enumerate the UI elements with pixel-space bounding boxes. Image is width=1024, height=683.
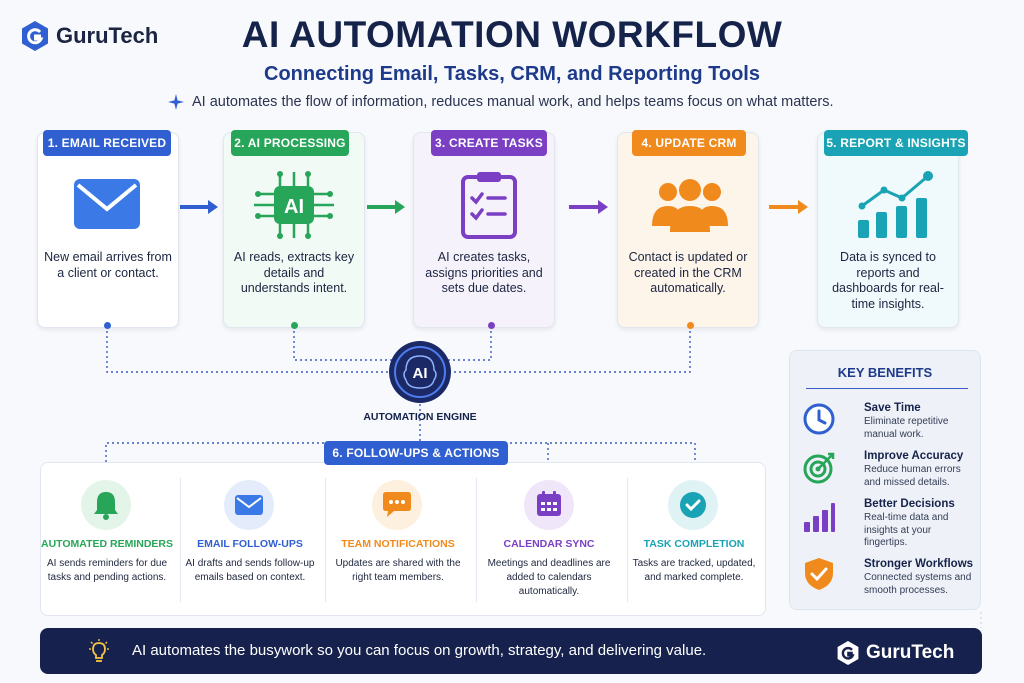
brand-logo: GuruTech <box>20 20 158 52</box>
automation-engine-icon: AI <box>389 341 451 403</box>
followup-desc-email: AI drafts and sends follow-up emails bas… <box>185 558 315 583</box>
connector-dot <box>104 322 111 329</box>
connector-dot <box>291 322 298 329</box>
connector-dot <box>687 322 694 329</box>
gurutech-logo-icon <box>837 641 859 665</box>
sparkle-icon <box>168 94 184 110</box>
bar-chart-trend-icon <box>858 171 933 238</box>
bottom-banner <box>40 628 982 674</box>
clock-icon <box>803 403 835 435</box>
banner-text: AI automates the busywork so you can foc… <box>132 642 707 659</box>
step-card-tasks <box>413 132 555 328</box>
step-5-label: 5. REPORT & INSIGHTS <box>824 130 968 156</box>
page-title: AI AUTOMATION WORKFLOW <box>241 14 783 55</box>
tagline: AI automates the flow of information, re… <box>168 94 834 110</box>
benefit-title-workflows: Stronger Workflows <box>864 558 974 570</box>
followup-desc-notifications: Updates are shared with the right team m… <box>335 558 461 583</box>
engine-ai-label: AI <box>413 365 428 382</box>
banner-logo: GuruTech <box>836 640 954 666</box>
engine-label: AUTOMATION ENGINE <box>363 411 477 423</box>
step-2-text: AI reads, extracts key details and under… <box>233 250 355 295</box>
gurutech-logo-icon <box>22 21 48 51</box>
followup-desc-reminders: AI sends reminders for due tasks and pen… <box>46 558 168 583</box>
step-5-text: Data is synced to reports and dashboards… <box>832 250 944 311</box>
page-subtitle: Connecting Email, Tasks, CRM, and Report… <box>264 63 760 85</box>
arrow-2-icon <box>395 200 405 214</box>
followup-title-notifications: TEAM NOTIFICATIONS <box>341 538 455 550</box>
divider <box>180 478 181 602</box>
shield-check-icon <box>805 558 833 590</box>
followup-title-calendar: CALENDAR SYNC <box>503 538 595 550</box>
benefit-title-accuracy: Improve Accuracy <box>864 450 964 462</box>
benefit-title-save-time: Save Time <box>864 402 921 414</box>
followup-title-reminders: AUTOMATED REMINDERS <box>40 538 174 550</box>
followup-title-email: EMAIL FOLLOW-UPS <box>197 538 303 550</box>
bell-icon <box>94 492 118 520</box>
divider <box>806 388 968 389</box>
benefit-desc-decisions: Real-time data and insights at your fing… <box>864 512 949 548</box>
followup-desc-calendar: Meetings and deadlines are added to cale… <box>487 558 611 597</box>
envelope-icon <box>74 179 140 229</box>
arrow-1-icon <box>208 200 218 214</box>
arrow-3-icon <box>598 200 608 214</box>
step-3-label: 3. CREATE TASKS <box>431 130 547 156</box>
step-3-text: AI creates tasks, assigns priorities and… <box>425 250 543 295</box>
lightbulb-icon <box>89 639 109 662</box>
contacts-group-icon <box>652 179 728 232</box>
step-4-label: 4. UPDATE CRM <box>632 130 746 156</box>
clipboard-checklist-icon <box>461 172 517 239</box>
banner-brand-name: GuruTech <box>866 642 955 663</box>
brand-name: GuruTech <box>56 23 159 48</box>
benefit-desc-save-time: Eliminate repetitive manual work. <box>864 416 949 440</box>
benefit-title-decisions: Better Decisions <box>864 498 955 510</box>
benefit-desc-workflows: Connected systems and smooth processes. <box>864 572 972 596</box>
step-4-text: Contact is updated or created in the CRM… <box>628 250 748 295</box>
step-1-text: New email arrives from a client or conta… <box>44 250 172 280</box>
bar-chart-icon <box>804 503 835 532</box>
followup-desc-completion: Tasks are tracked, updated, and marked c… <box>632 558 756 583</box>
followups-label: 6. FOLLOW-UPS & ACTIONS <box>324 441 508 465</box>
chat-bubble-icon <box>383 492 411 517</box>
divider <box>627 478 628 602</box>
benefit-desc-accuracy: Reduce human errors and missed details. <box>864 464 961 488</box>
key-benefits-title: KEY BENEFITS <box>837 365 933 380</box>
step-2-label: 2. AI PROCESSING <box>231 130 349 156</box>
divider <box>325 478 326 602</box>
step-card-report <box>817 132 959 328</box>
arrow-4-icon <box>798 200 808 214</box>
envelope-icon <box>235 495 263 515</box>
ai-chip-icon: AI <box>254 171 334 239</box>
step-card-email <box>37 132 179 328</box>
tagline-text: AI automates the flow of information, re… <box>192 94 834 110</box>
check-circle-icon <box>680 492 706 518</box>
connector-dot <box>488 322 495 329</box>
target-icon <box>803 452 835 484</box>
ai-chip-label: AI <box>284 196 304 218</box>
followup-title-completion: TASK COMPLETION <box>643 538 745 550</box>
calendar-icon <box>537 491 561 516</box>
divider <box>476 478 477 602</box>
step-1-label: 1. EMAIL RECEIVED <box>43 130 171 156</box>
